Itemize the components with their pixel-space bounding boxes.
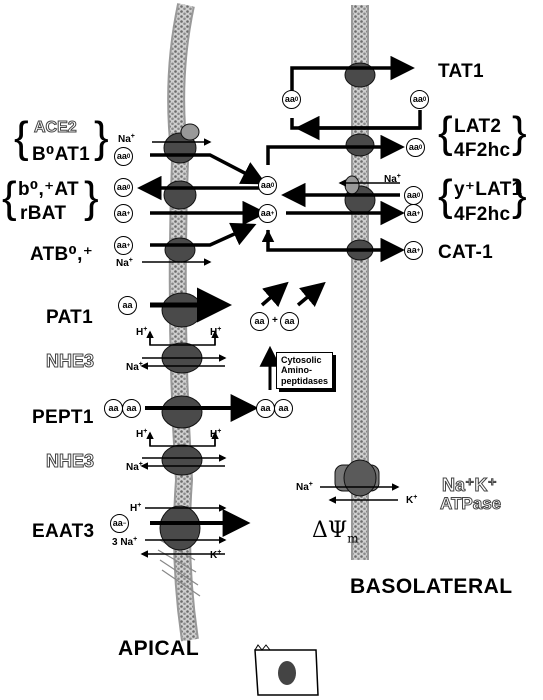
aa-plus-ylat1: aa+ (404, 204, 423, 223)
label-pept1: PEPT1 (32, 407, 94, 428)
label-nhe3-b: NHE3 (45, 451, 95, 471)
ion-h-pept1-right: H+ (210, 428, 222, 440)
membrane-potential: ΔΨm (312, 518, 359, 546)
ion-na-nhe3-a: Na+ (126, 361, 143, 373)
brace-lat2-left: { (438, 108, 453, 157)
brace-lat2-right: } (512, 108, 527, 157)
label-ylat1: y⁺LAT1 (454, 179, 523, 200)
ion-h-pept1-left: H+ (136, 428, 148, 440)
box-line-3: peptidases (281, 375, 329, 386)
label-apical: APICAL (118, 637, 200, 660)
ion-h-pat1-left: H+ (136, 326, 148, 338)
label-b0at: b⁰,⁺AT (18, 179, 79, 200)
brace-ace2-left: { (14, 113, 29, 162)
aa-cytosol-left: aa (250, 312, 269, 331)
ion-h-eaat3: H+ (130, 502, 142, 514)
ion-k-eaat3: K+ (210, 549, 222, 561)
ion-3na-eaat3: 3 Na+ (112, 536, 138, 548)
ion-na-ylat1: Na+ (384, 173, 401, 185)
label-lat2: LAT2 (454, 116, 502, 137)
label-eaat3: EAAT3 (32, 521, 95, 542)
aa-plus-b0at: aa+ (114, 204, 133, 223)
ion-na-atb: Na+ (116, 257, 133, 269)
aa-plus-cytosol: aa+ (258, 204, 277, 223)
label-ace2: ACE2 (34, 119, 78, 136)
ion-na-nhe3-b: Na+ (126, 461, 143, 473)
brace-ace2-right: } (94, 113, 109, 162)
label-atb: ATB⁰,⁺ (30, 244, 94, 265)
label-pat1: PAT1 (46, 307, 93, 328)
ion-k-atpase: K+ (406, 494, 418, 506)
ion-h-pat1-right: H+ (210, 326, 222, 338)
aa-pept1-left: aa (104, 399, 123, 418)
apical-arrows (137, 138, 267, 558)
cytosolic-aminopeptidases-box: Cytosolic Amino- peptidases (276, 352, 334, 390)
box-line-1: Cytosolic (281, 355, 322, 365)
aa-pat1: aa (118, 296, 137, 315)
plus-sign: + (272, 315, 278, 326)
brace-ylat1-left: { (438, 171, 453, 220)
label-b0at1: B⁰AT1 (32, 144, 91, 165)
membrane-potential-sub: m (347, 531, 359, 546)
cytosol-arrows (259, 281, 326, 390)
label-basolateral: BASOLATERAL (350, 575, 513, 598)
aa-plus-atb: aa+ (114, 236, 133, 255)
label-rbat: rBAT (20, 203, 67, 224)
label-tat1: TAT1 (438, 61, 484, 82)
label-nak-line2: ATPase (439, 494, 502, 513)
label-4f2hc-top: 4F2hc (454, 140, 511, 161)
box-line-2: Amino- (281, 365, 312, 376)
brace-ylat1-right: } (512, 171, 527, 220)
aa-cytosol-right: aa (280, 312, 299, 331)
aa-pept1-right: aa (122, 399, 141, 418)
brace-b0at-left: { (2, 173, 17, 222)
aa-dipeptide-right: aa (274, 399, 293, 418)
cell-icon (254, 644, 319, 696)
basolateral-proteins (334, 62, 380, 497)
brace-b0at-right: } (84, 173, 99, 222)
aa-plus-cat1: aa+ (404, 241, 423, 260)
label-4f2hc-bottom: 4F2hc (454, 204, 511, 225)
aa-minus-eaat3: aa− (110, 514, 129, 533)
label-nak-line1: Na⁺K⁺ (441, 475, 498, 495)
membrane-potential-symbol: ΔΨ (312, 518, 348, 543)
ion-na-ace2: Na+ (118, 133, 135, 145)
label-nhe3-a: NHE3 (45, 351, 95, 371)
aa-dipeptide-left: aa (256, 399, 275, 418)
basolateral-arrows (261, 55, 422, 504)
label-cat1: CAT-1 (438, 242, 493, 263)
ion-na-atpase: Na+ (296, 481, 313, 493)
